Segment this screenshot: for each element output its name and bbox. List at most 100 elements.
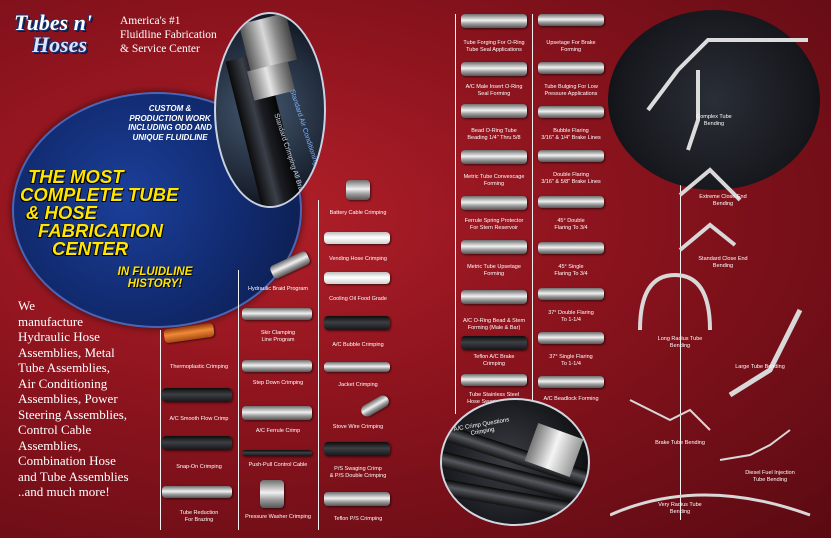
caption-line: Diesel Fuel Injection: [745, 470, 795, 476]
service-45-single: 45° Single Flaring To 3/4: [534, 242, 608, 284]
service-skir-clamping: Skir Clamping Line Program: [240, 304, 316, 350]
service-caption: Battery Cable Crimping: [320, 210, 396, 217]
service-bead-oring: Bead O-Ring Tube Beading 1/4" Thru 5/8: [457, 104, 531, 146]
caption-line: Cooling Oil Food Grade: [329, 296, 387, 302]
service-bubble-flaring: Bubble Flaring 3/16" & 1/4" Brake Lines: [534, 106, 608, 148]
service-caption: 45° Single Flaring To 3/4: [534, 264, 608, 277]
caption-line: Crimping: [482, 360, 505, 367]
large-tube-caption: Large Tube Bending: [720, 364, 800, 371]
service-image: [242, 308, 312, 320]
service-image: [163, 322, 215, 344]
service-image: [461, 14, 527, 28]
caption-line: Step Down Crimping: [252, 380, 304, 386]
large-tube-shape: [728, 308, 803, 398]
service-teflon-ac-brake: Teflon A/C Brake Crimping: [457, 336, 531, 380]
caption-line: A/C Male Insert O-Ring: [465, 84, 523, 90]
caption-line: 3/16" & 5/8" Brake Lines: [541, 178, 601, 185]
service-caption: Tube Reduction For Brazing: [162, 510, 236, 523]
caption-line: Jacket Crimping: [338, 382, 378, 388]
service-image: [538, 150, 604, 162]
caption-line: Bending: [712, 200, 734, 207]
headline-line: COMPLETE TUBE: [20, 184, 179, 205]
caption-line: A/C Beadlock Forming: [543, 396, 599, 402]
headline: THE MOST COMPLETE TUBE & HOSE FABRICATIO…: [20, 166, 228, 258]
service-caption: Hydraulic Braid Program: [240, 286, 316, 293]
service-caption: Skir Clamping Line Program: [240, 330, 316, 343]
manufacture-line: Control Cable: [18, 422, 92, 437]
logo: Tubes n' Hoses: [14, 12, 116, 74]
service-image: [461, 374, 527, 386]
service-snap-on: Snap-On Crimping: [162, 434, 236, 476]
caption-line: Forming: [483, 180, 505, 187]
caption-line: 45° Double: [557, 218, 585, 224]
ac-crimp-photo: A/C Crimp Questions Crimping: [440, 398, 590, 526]
manufacture-line: Tube Assemblies,: [18, 360, 110, 375]
service-push-pull: Push-Pull Control Cable: [240, 448, 316, 472]
sub-line: IN FLUIDLINE: [117, 266, 193, 278]
service-caption: A/C Smooth Flow Crimp: [162, 416, 236, 423]
service-image: [324, 362, 390, 372]
caption-line: Vending Hose Crimping: [329, 256, 387, 262]
service-image: [162, 388, 232, 402]
service-image: [461, 62, 527, 76]
service-image: [538, 106, 604, 118]
service-image: [242, 406, 312, 420]
service-image: [324, 272, 390, 284]
service-image: [538, 376, 604, 388]
caption-line: Bending: [712, 262, 734, 269]
custom-line: INCLUDING ODD AND: [128, 123, 212, 132]
service-ac-smooth-flow: A/C Smooth Flow Crimp: [162, 380, 236, 428]
headline-line: FABRICATION: [38, 220, 164, 241]
manufacture-line: Combination Hose: [18, 453, 116, 468]
caption-line: Upsetage For Brake: [546, 40, 596, 46]
standard-bending-caption: Standard Close End Bending: [688, 256, 758, 269]
very-radius-caption: Very Radius Tube Bending: [640, 502, 720, 515]
service-upsetage-brake: Upsetage For Brake Forming: [534, 14, 608, 58]
service-caption: Thermoplastic Crimping: [162, 364, 236, 371]
service-caption: Teflon A/C Brake Crimping: [457, 354, 531, 367]
service-caption: Pressure Washer Crimping: [240, 514, 316, 521]
caption-line: Thermoplastic Crimping: [169, 364, 229, 370]
service-caption: Double Flaring 3/16" & 5/8" Brake Lines: [534, 172, 608, 185]
long-radius-caption: Long Radius Tube Bending: [640, 336, 720, 349]
headline-line: & HOSE: [26, 202, 97, 223]
service-ps-swaging: P/S Swaging Crimp & P/S Double Crimping: [320, 440, 396, 484]
service-image: [461, 150, 527, 164]
service-image: [461, 196, 527, 210]
caption-line: Extreme Close End: [699, 194, 747, 200]
service-image: [538, 62, 604, 74]
headline-line: THE MOST: [28, 166, 124, 187]
caption-line: Forming: [483, 270, 505, 277]
brake-tube-caption: Brake Tube Bending: [640, 440, 720, 447]
service-caption: A/C Ferrule Crimp: [240, 428, 316, 435]
column-divider: [160, 330, 161, 530]
caption-line: P/S Swaging Crimp: [334, 466, 382, 472]
service-image: [538, 242, 604, 254]
custom-line: UNIQUE FLUIDLINE: [132, 132, 208, 142]
caption-line: Seal Forming: [477, 90, 511, 97]
service-caption: Push-Pull Control Cable: [240, 462, 316, 469]
manufacture-line: Assemblies,: [18, 437, 82, 453]
service-caption: P/S Swaging Crimp & P/S Double Crimping: [320, 466, 396, 479]
extreme-tube-shape: [678, 167, 742, 202]
caption-line: Tube Bending: [752, 476, 788, 483]
caption-line: Teflon A/C Brake: [473, 354, 515, 360]
service-tube-bulging: Tube Bulging For Low Pressure Applicatio…: [534, 62, 608, 104]
service-thermoplastic: Thermoplastic Crimping: [162, 322, 236, 372]
caption-line: Bead O-Ring Tube: [471, 128, 517, 134]
caption-line: Double Flaring: [553, 172, 589, 178]
caption-line: Snap-On Crimping: [176, 464, 222, 470]
column-divider: [532, 14, 533, 410]
service-double-flaring: Double Flaring 3/16" & 5/8" Brake Lines: [534, 150, 608, 192]
service-pressure-washer: Pressure Washer Crimping: [240, 478, 316, 526]
caption-line: Metric Tube Convexcage: [463, 174, 525, 180]
service-ac-beadlock: A/C Beadlock Forming: [534, 376, 608, 408]
service-caption: Upsetage For Brake Forming: [534, 40, 608, 53]
logo-line-1: Tubes n': [14, 10, 93, 35]
caption-line: Very Radius Tube: [658, 502, 702, 508]
service-caption: 37° Single Flaring To 1-1/4: [534, 354, 608, 367]
service-caption: Step Down Crimping: [240, 380, 316, 387]
service-ac-oring-bead: A/C O-Ring Bead & Stem Forming (Male & B…: [457, 290, 531, 336]
caption-line: Tube Bulging For Low: [544, 84, 598, 90]
column-divider: [318, 200, 319, 530]
